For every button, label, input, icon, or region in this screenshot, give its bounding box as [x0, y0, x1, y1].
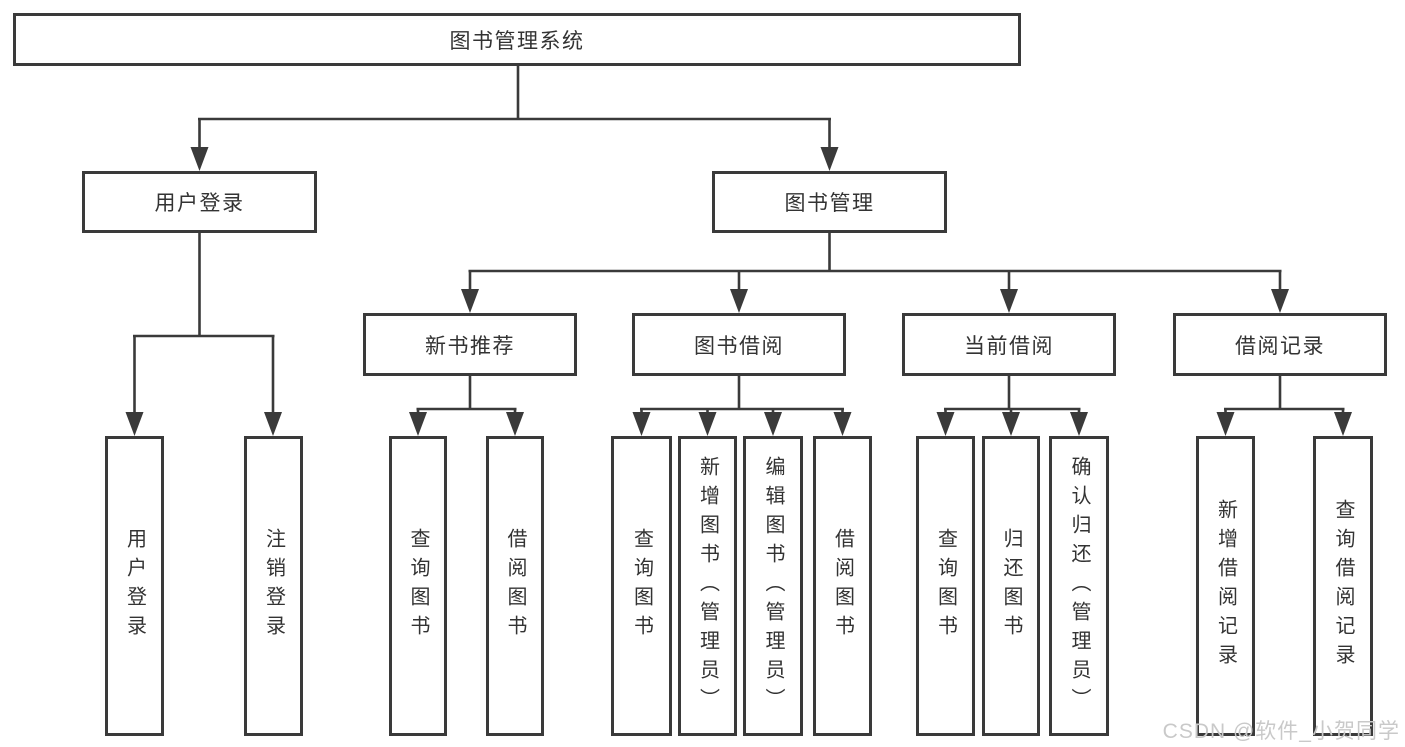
leaf-query-books-current: 查询图书 [916, 436, 975, 736]
node-label: 用户登录 [154, 192, 245, 215]
node-root-library-management-system: 图书管理系统 [13, 13, 1021, 66]
leaf-label: 查询图书 [407, 528, 429, 644]
node-new-book-recommendation: 新书推荐 [363, 313, 577, 376]
arrowhead-icons [125, 147, 1352, 436]
leaf-label: 新增图书（管理员） [696, 455, 719, 717]
leaf-label: 用户登录 [123, 528, 146, 644]
leaf-add-borrow-record: 新增借阅记录 [1196, 436, 1255, 736]
csdn-watermark: CSDN @软件_小贺同学 [1162, 720, 1400, 743]
leaf-label: 新增借阅记录 [1214, 499, 1237, 673]
node-borrowing-records: 借阅记录 [1173, 313, 1387, 376]
node-user-login: 用户登录 [82, 171, 317, 233]
node-label: 图书借阅 [694, 334, 784, 358]
leaf-label: 查询借阅记录 [1332, 499, 1354, 673]
node-label: 借阅记录 [1235, 334, 1325, 358]
leaf-label: 借阅图书 [504, 528, 526, 644]
leaf-query-borrow-record: 查询借阅记录 [1313, 436, 1373, 736]
node-book-borrowing: 图书借阅 [632, 313, 846, 376]
leaf-query-books-recommendation: 查询图书 [389, 436, 447, 736]
leaf-borrow-books-recommendation: 借阅图书 [486, 436, 544, 736]
leaf-label: 查询图书 [630, 528, 653, 644]
leaf-borrow-books-borrowing: 借阅图书 [813, 436, 872, 736]
leaf-query-books-borrowing: 查询图书 [611, 436, 672, 736]
leaf-add-books-admin: 新增图书（管理员） [678, 436, 737, 736]
node-book-management: 图书管理 [712, 171, 947, 233]
leaf-label: 编辑图书（管理员） [762, 455, 784, 717]
leaf-label: 确认归还（管理员） [1068, 455, 1090, 717]
node-current-borrowing: 当前借阅 [902, 313, 1116, 376]
leaf-user-login: 用户登录 [105, 436, 164, 736]
leaf-edit-books-admin: 编辑图书（管理员） [743, 436, 803, 736]
leaf-return-books: 归还图书 [982, 436, 1040, 736]
leaf-logout: 注销登录 [244, 436, 303, 736]
node-label: 图书管理系统 [449, 29, 585, 53]
leaf-confirm-return-admin: 确认归还（管理员） [1049, 436, 1109, 736]
node-label: 新书推荐 [425, 334, 515, 358]
leaf-label: 借阅图书 [831, 528, 854, 644]
leaf-label: 注销登录 [262, 528, 285, 644]
leaf-label: 归还图书 [1000, 528, 1022, 644]
node-label: 当前借阅 [964, 334, 1054, 358]
leaf-label: 查询图书 [934, 528, 957, 644]
node-label: 图书管理 [784, 192, 875, 215]
